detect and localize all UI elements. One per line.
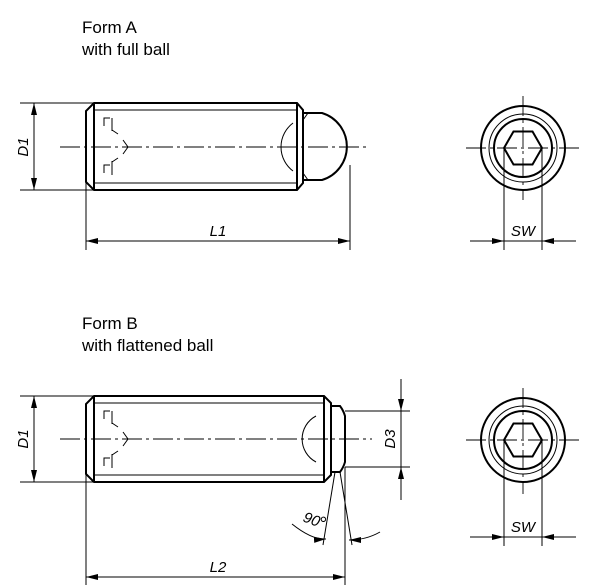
form-a-subtitle: with full ball: [82, 40, 170, 59]
form-a-title: Form A: [82, 18, 137, 37]
form-b-sw-label: SW: [511, 519, 537, 536]
form-a-full-ball: [303, 112, 348, 181]
form-b-title: Form B: [82, 314, 138, 333]
form-b-angle-label: 90: [301, 509, 327, 531]
form-b-dimensions: [20, 379, 410, 585]
form-b-l2-label: L2: [210, 559, 227, 576]
form-a-end-view: [466, 96, 580, 200]
form-b-side-view: [60, 395, 372, 483]
angle-value: 90: [301, 509, 323, 531]
degree-symbol: [320, 516, 327, 523]
form-a-screw-body: [85, 102, 304, 191]
form-b-end-view: [466, 388, 580, 494]
form-a-l1-label: L1: [210, 223, 227, 240]
form-b-subtitle: with flattened ball: [82, 336, 214, 355]
form-a-sw-dimension: [470, 148, 576, 250]
form-b-d1-label: D1: [15, 429, 32, 448]
form-a-side-view: [60, 102, 370, 191]
form-a-d1-label: D1: [15, 137, 32, 156]
form-b-d3-label: D3: [382, 429, 399, 449]
form-b-sw-dimension: [470, 440, 576, 546]
form-a-dimensions: [20, 102, 351, 250]
form-a-sw-label: SW: [511, 223, 537, 240]
